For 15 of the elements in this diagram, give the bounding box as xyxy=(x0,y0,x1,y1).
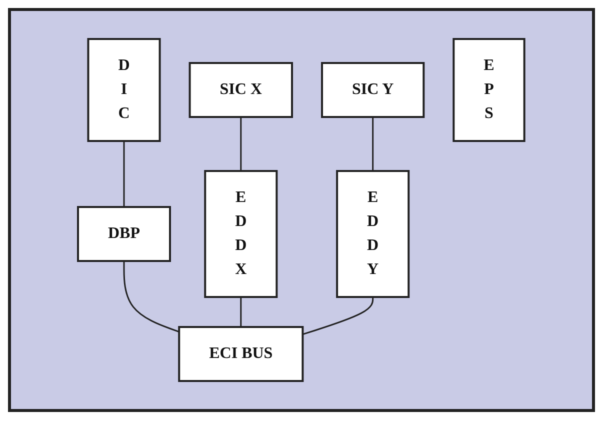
connector xyxy=(240,297,242,327)
connector xyxy=(302,297,374,336)
node-box xyxy=(336,170,410,298)
connector xyxy=(124,141,126,207)
node-box xyxy=(204,170,278,298)
node-box xyxy=(452,38,526,142)
node-box xyxy=(189,62,294,118)
node-box xyxy=(321,62,425,118)
panel-frame: D I C SIC X E D D X SIC Y E D D Y E P S DBP ECI BUS xyxy=(8,8,595,412)
node-box xyxy=(178,326,304,382)
node-box xyxy=(88,38,162,142)
connector xyxy=(240,117,242,171)
connector xyxy=(372,117,374,171)
connector xyxy=(124,261,180,332)
node-box xyxy=(77,206,172,262)
